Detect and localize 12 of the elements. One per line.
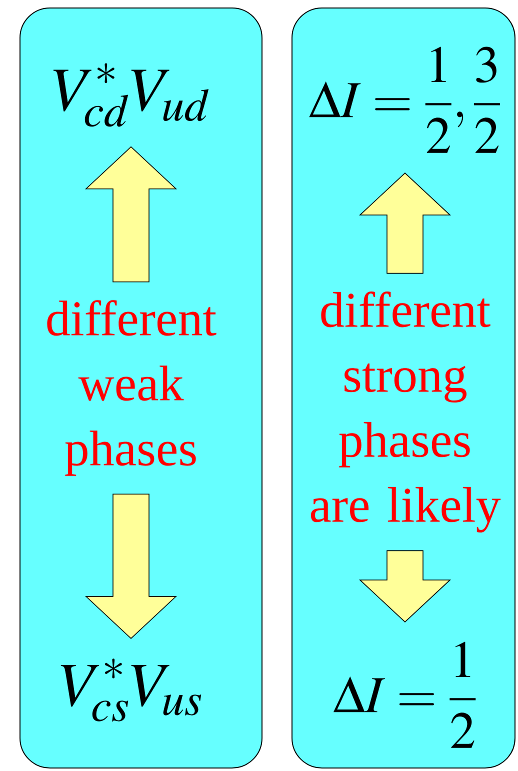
formula: $\Delta I = \frac{1}{2}, \frac{3}{2}$	[309, 46, 500, 153]
block-arrow	[84, 146, 178, 282]
block-arrow	[358, 172, 451, 274]
formula: $\Delta I = \frac{1}{2}$	[333, 642, 476, 748]
formula: $V_{cs}^{*}V_{us}$	[60, 658, 202, 722]
caption-text: different strong phases are likely	[310, 292, 501, 532]
block-arrow	[84, 494, 178, 639]
formula: $V_{cd}^{*}V_{ud}$	[53, 63, 208, 127]
caption-text: different weak phases	[47, 300, 216, 476]
block-arrow	[358, 550, 451, 623]
panel	[292, 8, 516, 768]
panel	[20, 8, 262, 768]
